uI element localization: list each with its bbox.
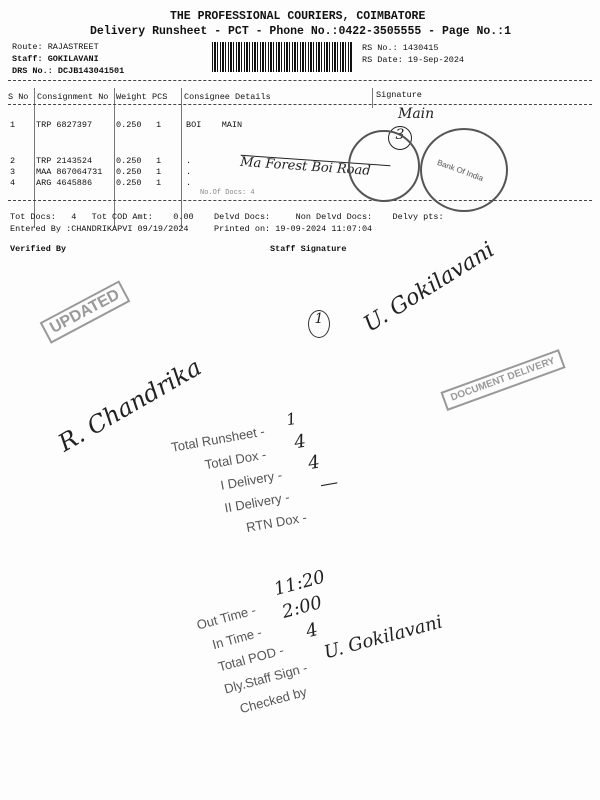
company-name: THE PROFESSIONAL COURIERS, COIMBATORE	[170, 10, 426, 23]
rs-date: RS Date: 19-Sep-2024	[362, 55, 465, 65]
col-weight: Weight	[116, 92, 147, 102]
col-pcs: PCS	[152, 92, 168, 102]
verified-by: Verified By	[10, 244, 67, 254]
route: Route: RAJASTREET	[12, 42, 99, 52]
divider	[8, 80, 592, 81]
drs-no: DRS No.: DCJB143041501	[12, 66, 125, 76]
runsheet-subtitle: Delivery Runsheet - PCT - Phone No.:0422…	[90, 25, 511, 38]
round-seal	[348, 130, 420, 202]
bank-seal: Bank Of India	[420, 128, 508, 212]
gokilavani-signature: U. Gokilavani	[359, 237, 499, 338]
handwritten-circled-1: 1	[308, 310, 330, 338]
col-consignment: Consignment No	[37, 92, 109, 102]
document-delivery-stamp: DOCUMENT DELIVERY	[440, 349, 566, 411]
staff: Staff: GOKILAVANI	[12, 54, 99, 64]
col-sno: S No	[8, 92, 29, 102]
col-signature: Signature	[376, 90, 422, 100]
staff-signature-label: Staff Signature	[270, 244, 347, 254]
rs-no: RS No.: 1430415	[362, 43, 439, 53]
col-consignee: Consignee Details	[184, 92, 271, 102]
barcode	[212, 42, 352, 72]
entered-printed: Entered By :CHANDRIKAPVI 09/19/2024 Prin…	[10, 224, 373, 234]
summary-totals: Tot Docs: 4 Tot COD Amt: 0.00 Delvd Docs…	[10, 212, 444, 222]
no-of-docs: No.Of Docs: 4	[200, 189, 255, 197]
updated-stamp: UPDATED	[39, 280, 131, 344]
handwritten-main: Main	[398, 106, 435, 122]
